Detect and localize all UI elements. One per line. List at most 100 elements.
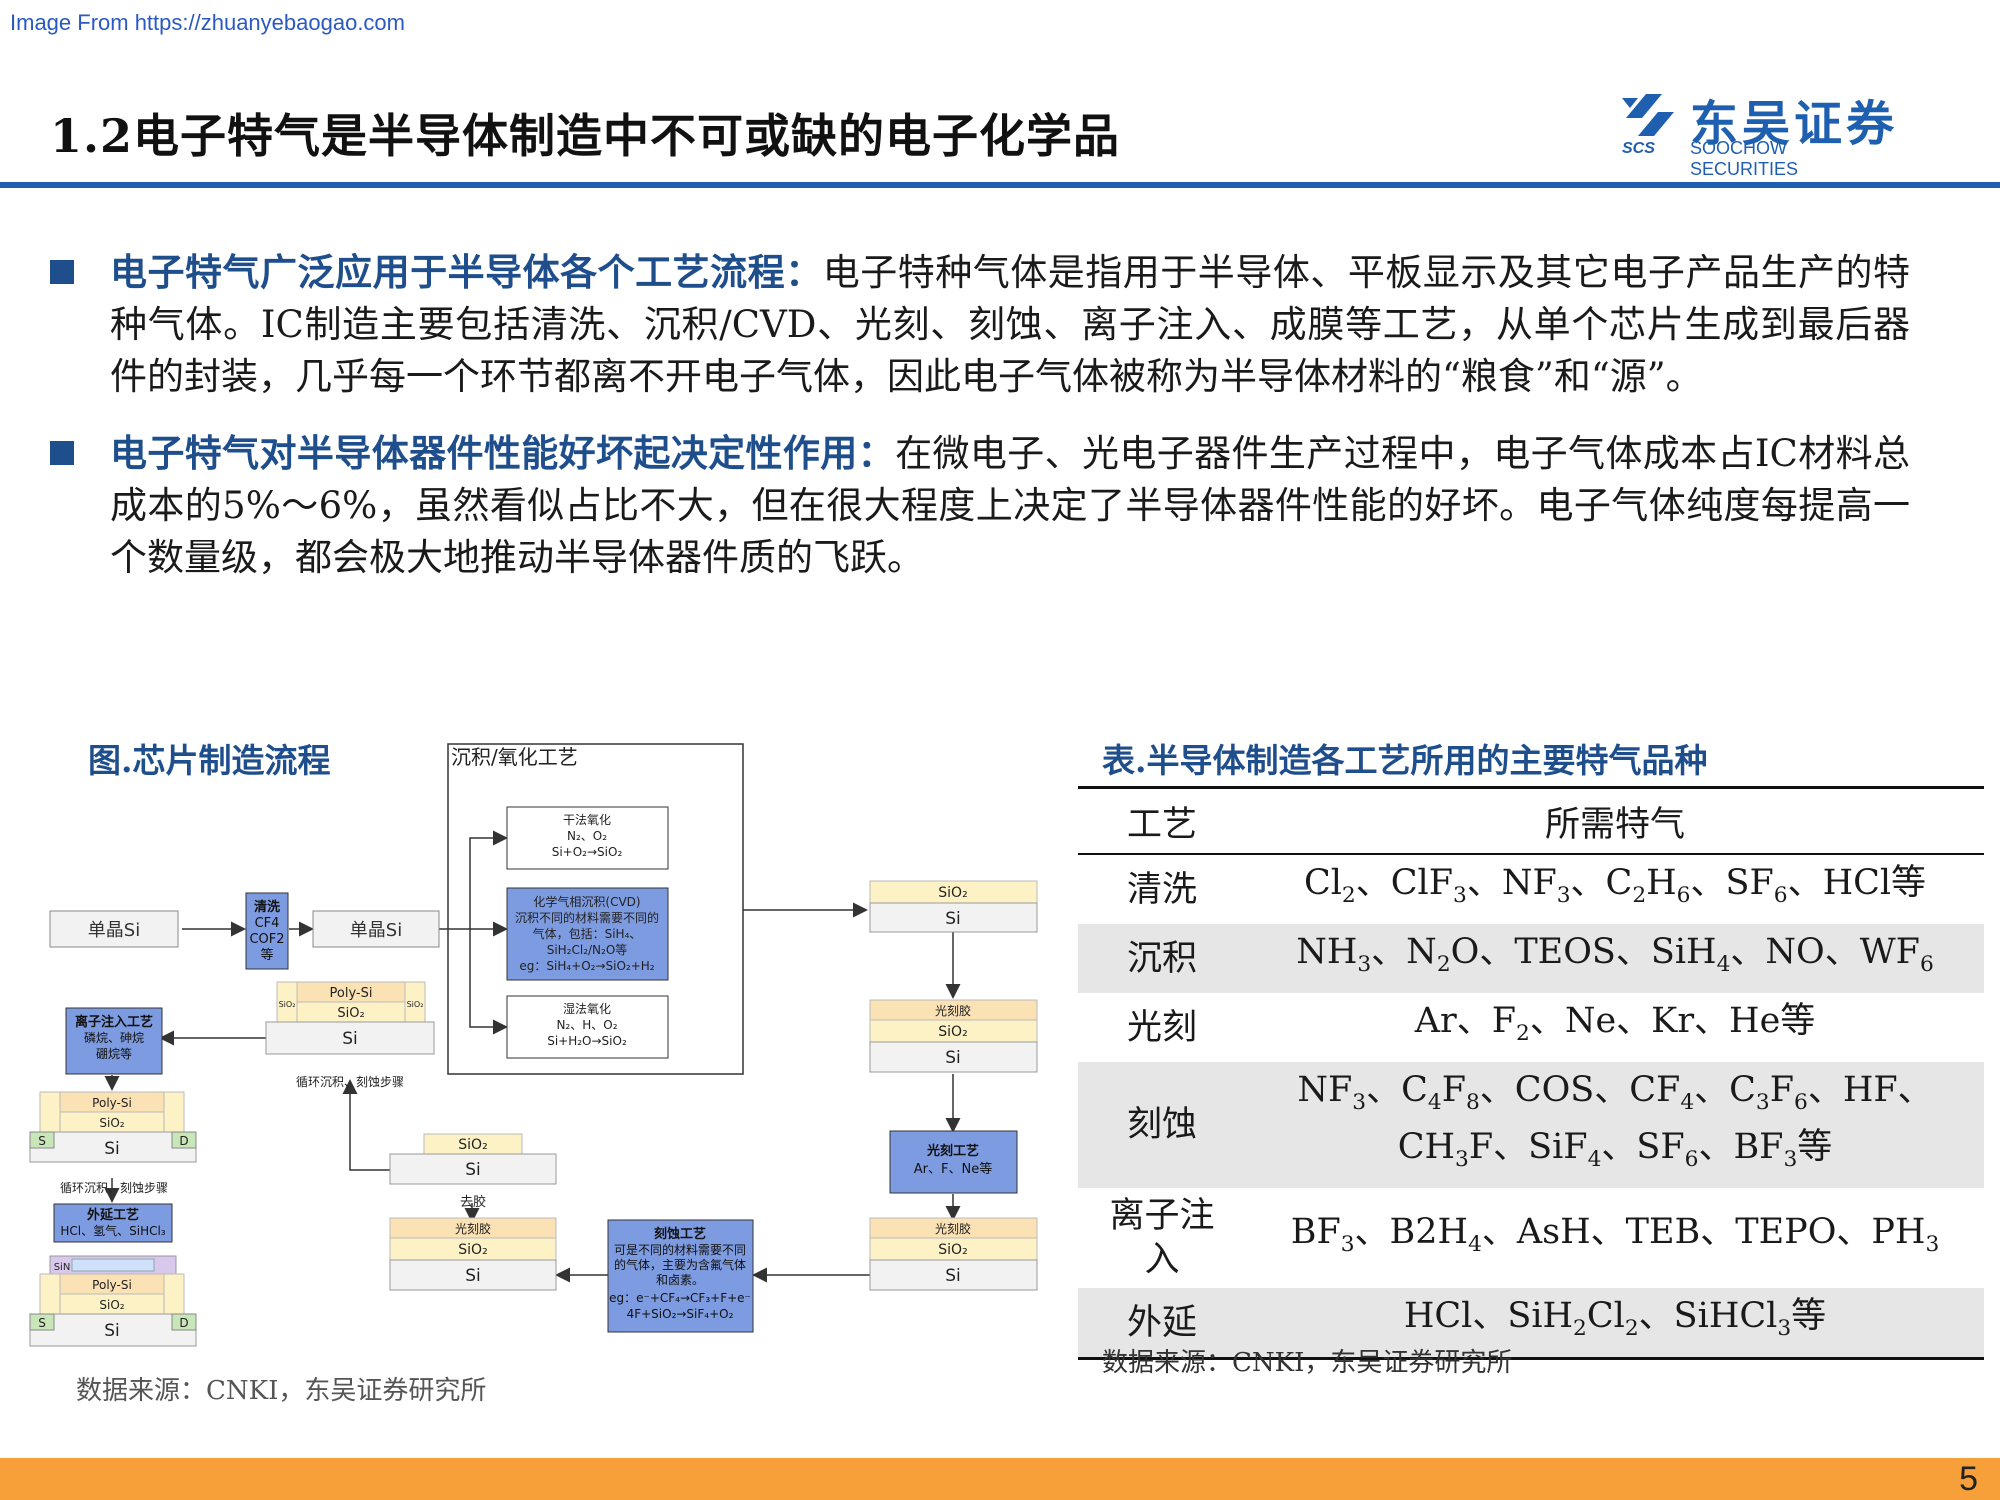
epitaxy-label: 外延工艺: [86, 1207, 139, 1223]
bullet-text: 在微电子、光电子器件生产过程中，电子气体成本占IC材料总成本的5%～6%，虽然看…: [110, 432, 1910, 579]
cell-process: 光刻: [1126, 1007, 1197, 1048]
page-number: 5: [1959, 1460, 1978, 1498]
logo-mark-icon: [1622, 94, 1674, 136]
layer-resist: 光刻胶: [455, 1221, 491, 1236]
cell-gases: Cl2、ClF3、NF3、C2H6、SF6、HCl等: [1303, 863, 1927, 908]
layer-sio2: SiO₂: [99, 1116, 124, 1130]
layer-sio2: SiO₂: [458, 1137, 487, 1153]
table-row: 刻蚀 NF3、C4F8、COS、CF4、C3F6、HF、CH3F、SiF4、SF…: [1078, 1062, 1984, 1188]
bullet-text: 电子特种气体是指用于半导体、平板显示及其它电子产品生产的特种气体。IC制造主要包…: [110, 251, 1910, 398]
bullet-item: 电子特气广泛应用于半导体各个工艺流程：电子特种气体是指用于半导体、平板显示及其它…: [50, 246, 1910, 403]
cvd-desc: 气体，包括：SiH₄、: [533, 926, 642, 941]
clean-gas: CF4: [255, 916, 280, 931]
drain-terminal: D: [179, 1316, 188, 1330]
wafer-si-label: 单晶Si: [88, 920, 140, 941]
layer-sio2: SiO₂: [99, 1298, 124, 1312]
table-row: 外延 HCl、SiH2Cl2、SiHCl3等: [1078, 1288, 1984, 1360]
cvd-label: 化学气相沉积(CVD): [533, 894, 640, 909]
chip-process-diagram: 沉积/氧化工艺 干法氧化 N₂、O₂ Si+O₂→SiO₂ 化学气相沉积(CVD…: [29, 743, 1038, 1347]
cell-process: 刻蚀: [1078, 1062, 1246, 1188]
ion-implant-label: 离子注入工艺: [75, 1014, 153, 1030]
wet-oxidation-label: 湿法氧化: [563, 1001, 611, 1016]
deposition-group-label: 沉积/氧化工艺: [451, 745, 578, 769]
layer-resist: 光刻胶: [935, 1221, 971, 1236]
table-source: 数据来源：CNKI，东吴证券研究所: [1102, 1348, 1513, 1378]
bullet-square-icon: [50, 441, 74, 465]
column-header-process: 工艺: [1078, 786, 1246, 855]
company-logo: 东吴证券 SCS SOOCHOW SECURITIES: [1618, 88, 1898, 179]
source-terminal: S: [38, 1316, 46, 1330]
table-row: 清洗 Cl2、ClF3、NF3、C2H6、SF6、HCl等: [1078, 854, 1984, 924]
layer-sio2: SiO₂: [938, 1242, 967, 1258]
figure-title: 图.芯片制造流程: [88, 741, 331, 780]
litho-gas: Ar、F、Ne等: [914, 1161, 992, 1177]
layer-polysi: Poly-Si: [92, 1278, 132, 1292]
logo-subtitle: SOOCHOW SECURITIES: [1690, 138, 1799, 179]
layer-si: Si: [104, 1321, 120, 1341]
wet-oxidation-reaction: Si+H₂O→SiO₂: [547, 1034, 627, 1048]
ion-implant-gas: 磷烷、砷烷: [84, 1030, 144, 1045]
cell-gases: HCl、SiH2Cl2、SiHCl3等: [1246, 1288, 1984, 1360]
cell-gases: Ar、F2、Ne、Kr、He等: [1414, 1001, 1816, 1046]
cell-gases: NF3、C4F8、COS、CF4、C3F6、HF、CH3F、SiF4、SF6、B…: [1246, 1062, 1984, 1188]
source-watermark: Image From https://zhuanyebaogao.com: [10, 10, 405, 35]
source-terminal: S: [38, 1134, 46, 1148]
layer-si: Si: [465, 1266, 481, 1286]
page-title: 1.2电子特气是半导体制造中不可或缺的电子化学品: [50, 109, 1121, 163]
figure-source: 数据来源：CNKI，东吴证券研究所: [76, 1376, 487, 1406]
table-header-row: 工艺 所需特气: [1078, 786, 1984, 855]
dry-oxidation-label: 干法氧化: [563, 813, 611, 827]
bullet-item: 电子特气对半导体器件性能好坏起决定性作用：在微电子、光电子器件生产过程中，电子气…: [50, 427, 1910, 584]
layer-si: Si: [342, 1029, 358, 1049]
table-title: 表.半导体制造各工艺所用的主要特气品种: [1102, 741, 1708, 780]
gas-table: 工艺 所需特气 清洗 Cl2、ClF3、NF3、C2H6、SF6、HCl等 沉积…: [1078, 786, 1984, 1360]
clean-label: 清洗: [254, 899, 280, 915]
layer-sio2: SiO₂: [458, 1242, 487, 1258]
epitaxy-gas: HCl、氢气、SiHCl₃: [60, 1223, 165, 1238]
layer-si: Si: [945, 909, 961, 929]
loop-label: 循环沉积、刻蚀步骤: [60, 1181, 168, 1195]
table-row: 沉积 NH3、N2O、TEOS、SiH4、NO、WF6: [1078, 924, 1984, 993]
cell-process: 清洗: [1126, 869, 1197, 910]
cvd-desc: 沉积不同的材料需要不同的: [515, 910, 659, 925]
loop-label: 循环沉积、刻蚀步骤: [296, 1075, 404, 1089]
layer-sin: SiN: [54, 1262, 71, 1273]
cvd-reaction: eg：SiH₄+O₂→SiO₂+H₂: [519, 959, 654, 973]
layer-si: Si: [104, 1139, 120, 1159]
etch-desc: 和卤素。: [656, 1273, 704, 1287]
layer-si: Si: [945, 1266, 961, 1286]
layer-si: Si: [465, 1160, 481, 1180]
drain-terminal: D: [179, 1134, 188, 1148]
ion-implant-gas: 硼烷等: [96, 1047, 132, 1061]
column-header-gases: 所需特气: [1246, 786, 1984, 855]
wafer-si-label: 单晶Si: [350, 920, 402, 941]
table-row: 光刻 Ar、F2、Ne、Kr、He等: [1078, 993, 1984, 1062]
litho-label: 光刻工艺: [926, 1143, 979, 1159]
layer-polysi: Poly-Si: [330, 986, 373, 1001]
footer-bar: [0, 1458, 2000, 1500]
cell-gases: BF3、B2H4、AsH、TEB、TEPO、PH3: [1290, 1211, 1940, 1257]
logo-name: 东吴证券: [1690, 96, 1899, 152]
bullet-heading: 电子特气广泛应用于半导体各个工艺流程：: [110, 250, 823, 294]
dry-oxidation-reaction: Si+O₂→SiO₂: [552, 845, 623, 859]
layer-sio2-side: SiO₂: [407, 1000, 424, 1009]
etch-desc: 可是不同的材料需要不同: [614, 1242, 746, 1257]
layer-resist: 光刻胶: [935, 1003, 971, 1018]
layer-si: Si: [945, 1048, 961, 1068]
cell-process: 离子注入: [1109, 1196, 1215, 1280]
dry-oxidation-gas: N₂、O₂: [567, 829, 607, 843]
bullet-heading: 电子特气对半导体器件性能好坏起决定性作用：: [110, 431, 896, 475]
logo-abbr: SCS: [1622, 140, 1655, 157]
cell-process: 沉积: [1078, 924, 1246, 993]
table-row: 离子注入 BF3、B2H4、AsH、TEB、TEPO、PH3: [1078, 1188, 1984, 1288]
clean-gas: 等: [260, 947, 273, 963]
layer-sio2: SiO₂: [337, 1006, 364, 1021]
cvd-desc: SiH₂Cl₂/N₂O等: [547, 943, 628, 957]
etch-label: 刻蚀工艺: [654, 1226, 706, 1242]
cell-process: 外延: [1078, 1288, 1246, 1360]
wet-oxidation-gas: N₂、H、O₂: [556, 1018, 617, 1032]
strip-label: 去胶: [460, 1194, 486, 1210]
layer-sio2: SiO₂: [938, 885, 967, 901]
bullet-square-icon: [50, 260, 74, 284]
header-divider: [0, 182, 2000, 188]
